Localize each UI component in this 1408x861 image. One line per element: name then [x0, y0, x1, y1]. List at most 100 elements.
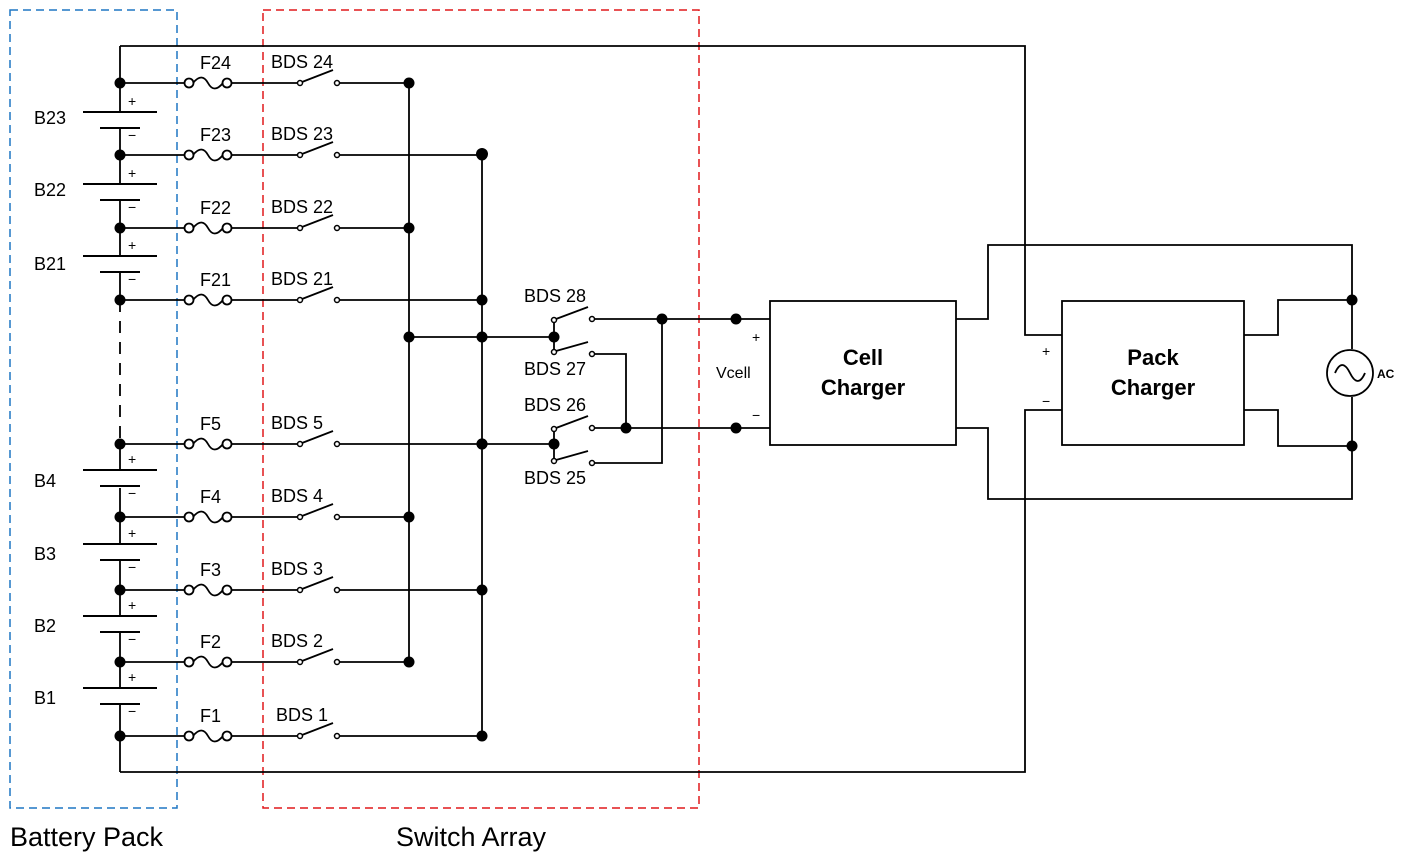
fuse-element [192, 437, 224, 451]
junction-dot [1346, 294, 1358, 306]
fuse-label: F3 [200, 560, 221, 580]
junction-dot [656, 313, 668, 325]
pack-negative-wire [120, 409, 1062, 773]
junction-dot [403, 656, 415, 668]
junction-dot [476, 730, 488, 742]
selector-terminal [550, 425, 558, 433]
fuse-terminal [221, 77, 233, 89]
fuse-terminal [183, 294, 195, 306]
selector-terminal [588, 315, 596, 323]
switch-terminal [296, 658, 304, 666]
fuse-terminal [221, 656, 233, 668]
battery-minus-sign: − [128, 271, 136, 287]
switch-blade [301, 141, 334, 155]
selector-blade [555, 450, 589, 461]
battery-plus-sign: + [128, 451, 136, 467]
battery-minus-sign: − [128, 199, 136, 215]
switch-label: BDS 22 [271, 197, 333, 217]
selector-terminal [550, 316, 558, 324]
junction-dot [403, 222, 415, 234]
selector-terminal [588, 350, 596, 358]
fuse-label: F24 [200, 53, 231, 73]
selector-terminal [550, 457, 558, 465]
battery-label: B1 [34, 688, 56, 708]
selector-label: BDS 28 [524, 286, 586, 306]
fuse-label: F22 [200, 198, 231, 218]
selector-label: BDS 25 [524, 468, 586, 488]
switch-terminal [296, 79, 304, 87]
junction-dot [476, 148, 488, 160]
fuse-element [192, 76, 224, 90]
battery-plus-sign: + [128, 165, 136, 181]
selector-terminal [550, 348, 558, 356]
fuse-element [192, 655, 224, 669]
junction-dot [476, 294, 488, 306]
fuse-label: F5 [200, 414, 221, 434]
ac-label: AC [1377, 367, 1395, 381]
pack-charger-label-line1: Pack [1127, 345, 1179, 370]
switch-label: BDS 3 [271, 559, 323, 579]
battery-plus-sign: + [128, 93, 136, 109]
junction-dot [476, 438, 488, 450]
bds27-crosslink [592, 353, 627, 428]
junction-dot [730, 422, 742, 434]
battery-pack-region [9, 9, 178, 809]
switch-terminal [333, 513, 341, 521]
switch-terminal [296, 151, 304, 159]
junction-dot [114, 149, 126, 161]
junction-dot [114, 77, 126, 89]
cell-charger-top-feed [956, 244, 1353, 320]
junction-dot [548, 438, 560, 450]
switch-terminal [296, 440, 304, 448]
switch-terminal [333, 224, 341, 232]
switch-blade [301, 503, 334, 517]
switch-terminal [296, 513, 304, 521]
pack-charger-plus-sign: + [1042, 343, 1050, 359]
fuse-terminal [221, 511, 233, 523]
fuse-label: F2 [200, 632, 221, 652]
switch-blade [301, 214, 334, 228]
fuse-element [192, 221, 224, 235]
vcell-plus-sign: + [752, 329, 760, 345]
fuse-terminal [183, 149, 195, 161]
switch-terminal [333, 296, 341, 304]
switch-terminal [333, 732, 341, 740]
switch-terminal [296, 224, 304, 232]
switch-blade [301, 648, 334, 662]
switch-terminal [333, 151, 341, 159]
switch-label: BDS 21 [271, 269, 333, 289]
switch-array-region [262, 9, 700, 809]
battery-minus-sign: − [128, 485, 136, 501]
fuse-element [192, 293, 224, 307]
fuse-label: F21 [200, 270, 231, 290]
fuse-label: F23 [200, 125, 231, 145]
switch-blade [301, 286, 334, 300]
selector-blade [555, 306, 589, 320]
pack-charger-label-line2: Charger [1111, 375, 1196, 400]
battery-label: B3 [34, 544, 56, 564]
battery-pack-caption: Battery Pack [10, 822, 164, 852]
bds25-crosslink [592, 319, 663, 464]
vcell-minus-sign: − [752, 407, 760, 423]
selector-terminal [588, 459, 596, 467]
fuse-element [192, 583, 224, 597]
junction-dot [476, 584, 488, 596]
junction-dots [114, 77, 1358, 742]
battery-group: B23+−B22+−B21+−B4+−B3+−B2+−B1+− [34, 93, 157, 719]
switch-label: BDS 4 [271, 486, 323, 506]
switch-label: BDS 1 [276, 705, 328, 725]
junction-dot [114, 438, 126, 450]
switch-blade [301, 576, 334, 590]
switch-blade [301, 722, 334, 736]
fuse-element [192, 729, 224, 743]
battery-label: B23 [34, 108, 66, 128]
fuse-label: F4 [200, 487, 221, 507]
selector-blade [555, 341, 589, 352]
pack-charger-box [1061, 300, 1245, 446]
pack-charger-bottom-feed [1244, 397, 1353, 447]
fuse-terminal [183, 438, 195, 450]
cell-charger-box [769, 300, 957, 446]
selector-label: BDS 27 [524, 359, 586, 379]
